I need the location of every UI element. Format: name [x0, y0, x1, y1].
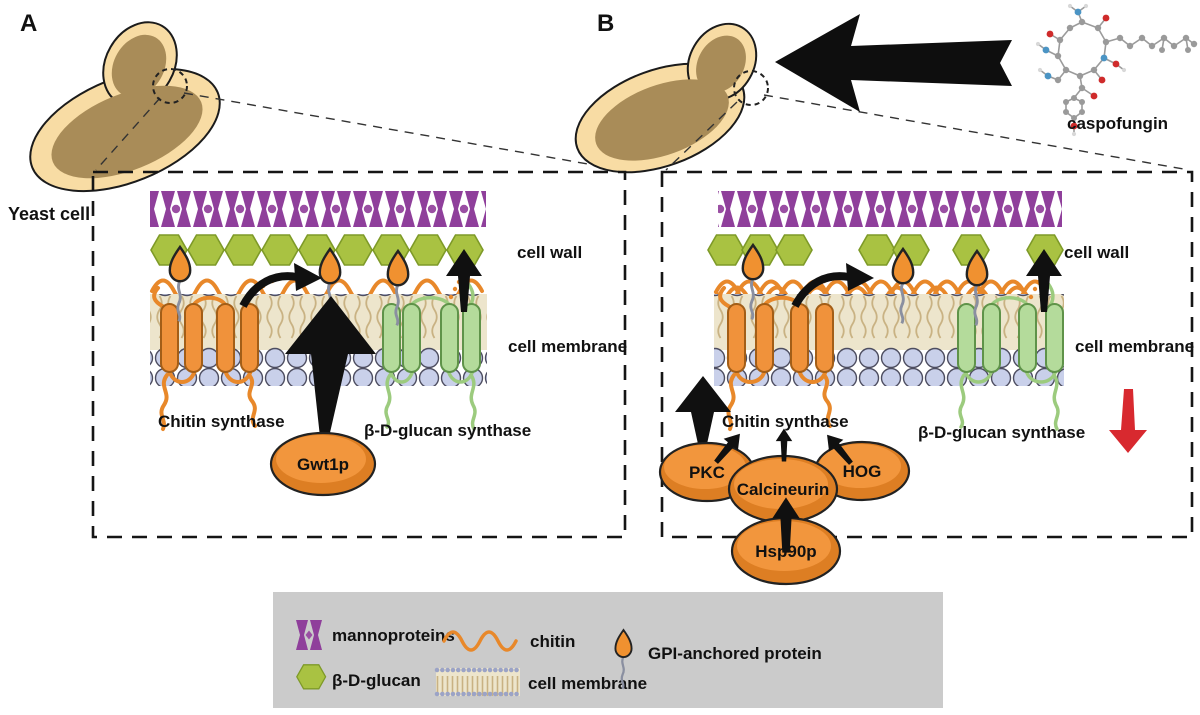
chitin-extrusion-arrow-a: [239, 263, 322, 308]
cell-wall-label-a: cell wall: [517, 243, 582, 262]
legend-mannoproteins-label: mannoproteins: [332, 626, 455, 645]
chitin-synthase-complex-a: [152, 286, 259, 431]
cell-membrane-icon: [434, 667, 522, 697]
yeast-cell-a: [29, 21, 221, 193]
cell-membrane-label-b: cell membrane: [1075, 337, 1194, 356]
hog-label: HOG: [843, 462, 882, 481]
legend-gpi-label: GPI-anchored protein: [648, 644, 822, 663]
caspofungin-label: caspofungin: [1067, 114, 1168, 133]
calcineurin-label: Calcineurin: [737, 480, 830, 499]
yeast-cell-label: Yeast cell: [8, 204, 90, 224]
caspofungin-action-arrow: [775, 14, 1012, 112]
panel-a: A Yeast cell: [8, 10, 623, 224]
magnifier-callout-a: [95, 68, 623, 171]
panel-b-letter: B: [597, 10, 614, 37]
glucan-export-arrow-a: [446, 249, 482, 312]
magnifier-callout-b: [665, 70, 1190, 171]
pkc-label: PKC: [689, 463, 725, 482]
inset-box-b: PKC HOG Calcineurin Hsp90p cell wall cel…: [658, 170, 1194, 586]
mannoprotein-icon: [296, 620, 322, 650]
panel-b: B: [574, 3, 1198, 174]
glucan-layer-a: [150, 234, 484, 266]
gwt1p-label: Gwt1p: [297, 455, 349, 474]
glucan-synthase-label-b: β-D-glucan synthase: [918, 423, 1085, 442]
cell-wall-label-b: cell wall: [1064, 243, 1129, 262]
gwt1p-ellipse: Gwt1p: [269, 431, 377, 497]
legend-background: [273, 592, 943, 708]
chitin-icon: [442, 630, 518, 652]
zoom-box-b-border: [660, 170, 1194, 539]
zoom-box-a-border: [91, 170, 627, 539]
beta-d-glucan-icon: [296, 664, 327, 690]
chitin-synthase-complex-b: [718, 286, 834, 431]
chitin-upregulation-arrow: [675, 376, 731, 444]
inset-box-a: Gwt1p cell wall cell membrane Chitin syn…: [91, 170, 627, 539]
chitin-synthase-label-b: Chitin synthase: [722, 412, 849, 431]
chitin-synthase-label-a: Chitin synthase: [158, 412, 285, 431]
glucan-export-arrow-b: [1026, 249, 1062, 312]
mannoprotein-layer-a: [150, 190, 486, 228]
glucan-synthase-complex-b: [957, 279, 1064, 431]
glucan-synthase-inhibition-arrow: [1109, 389, 1147, 453]
glucan-synthase-label-a: β-D-glucan synthase: [364, 421, 531, 440]
yeast-cell-b: [574, 22, 758, 174]
legend-glucan-label: β-D-glucan: [332, 671, 421, 690]
hog-ellipse: [813, 440, 911, 502]
caspofungin-molecule: [1035, 3, 1198, 137]
zoom-circle-b: [733, 70, 769, 106]
gwt1p-activation-arrow: [285, 296, 376, 437]
legend-membrane-label: cell membrane: [528, 674, 647, 693]
hsp90p-label: Hsp90p: [755, 542, 816, 561]
legend: mannoproteins β-D-glucan chitin cell mem…: [273, 592, 943, 708]
zoom-circle-a: [152, 68, 188, 104]
legend-chitin-label: chitin: [530, 632, 575, 651]
cell-membrane-label-a: cell membrane: [508, 337, 627, 356]
mannoprotein-layer-b: [718, 190, 1062, 228]
panel-a-letter: A: [20, 10, 37, 37]
chitin-extrusion-arrow-b: [791, 263, 874, 308]
